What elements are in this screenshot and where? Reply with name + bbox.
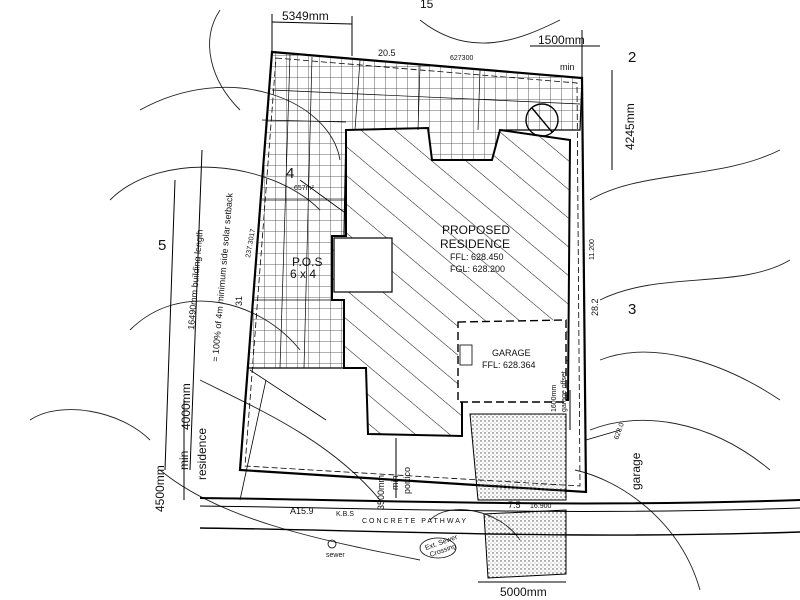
dim-front-level: 16.900 [530,503,552,510]
dim-front-right: 7.5 [508,500,521,510]
dim-driveway-width: 5000mm [500,585,547,599]
lot-number-top: 15 [420,0,434,11]
dim-garage-setback: garage [629,452,643,490]
pos-line1: P.O.S [292,255,322,269]
driveway [469,413,567,579]
lot-number-right: 3 [628,301,636,318]
dim-portico-min: min [390,475,400,490]
dim-building-length: 16490mm building length [186,229,205,330]
dim-portico-word: portico [402,467,412,494]
dim-residence-min: min [177,451,191,470]
garage-footprint [457,319,567,403]
dim-portico-setback: 3500mm [376,475,386,510]
road-pathway-label: CONCRETE PATHWAY [362,518,468,525]
dim-front-left: A15.9 [290,506,314,516]
residence-title-line1: PROPOSED [442,223,510,237]
dim-garage-offset-note: garage offset [561,371,568,412]
leader-lines [239,179,621,501]
dim-top-edge: 20.5 [378,48,396,58]
dim-front-kerb: K.B.S [336,511,354,518]
dim-solar-setback: = 100% of 4m minimum side solar setback [210,192,235,362]
dim-top-right-setback: 1500mm [538,33,585,47]
dim-right-level: 11.200 [589,239,596,260]
pos-area [333,237,393,293]
dim-top-edge-level: 627300 [450,55,473,62]
dim-left-edge: 31 [234,296,244,306]
garage-ffl: FFL: 628.364 [482,360,536,370]
dim-residence-setback-a: 4500mm [153,465,167,512]
dim-left-level: 237.3017 [245,228,257,258]
street-marker-label: sewer [326,552,345,559]
courtyard-number: 4 [286,165,294,182]
service-note: Ext. Sewer Crossing [419,534,459,559]
dim-right-setback: 4245mm [623,103,637,150]
dim-garage-level: 628.0 [613,422,626,441]
dim-right-edge: 28.2 [590,298,600,316]
lot-number-left: 5 [158,237,166,254]
residence-fgl: FGL: 628.200 [450,264,505,274]
dimension-lines [164,14,613,583]
dim-top-left: 5349mm [282,9,329,23]
lot-number-top-right: 2 [628,49,636,66]
road-edges [199,497,800,536]
garage-title: GARAGE [492,348,531,358]
residence-title-line2: RESIDENCE [440,237,510,251]
dim-residence-setback-b: 4000mm [179,383,193,430]
street-marker: sewer [326,539,345,559]
dim-top-right-min: min [560,62,575,72]
tree-symbol [525,103,559,137]
residence-ffl: FFL: 628.450 [450,252,504,262]
contour-lines [29,9,791,591]
courtyard-area: 657m² [294,185,315,192]
pos-line2: 6 x 4 [290,267,316,281]
dim-garage-offset: 1600mm [551,385,558,412]
dim-residence-word: residence [195,428,209,480]
